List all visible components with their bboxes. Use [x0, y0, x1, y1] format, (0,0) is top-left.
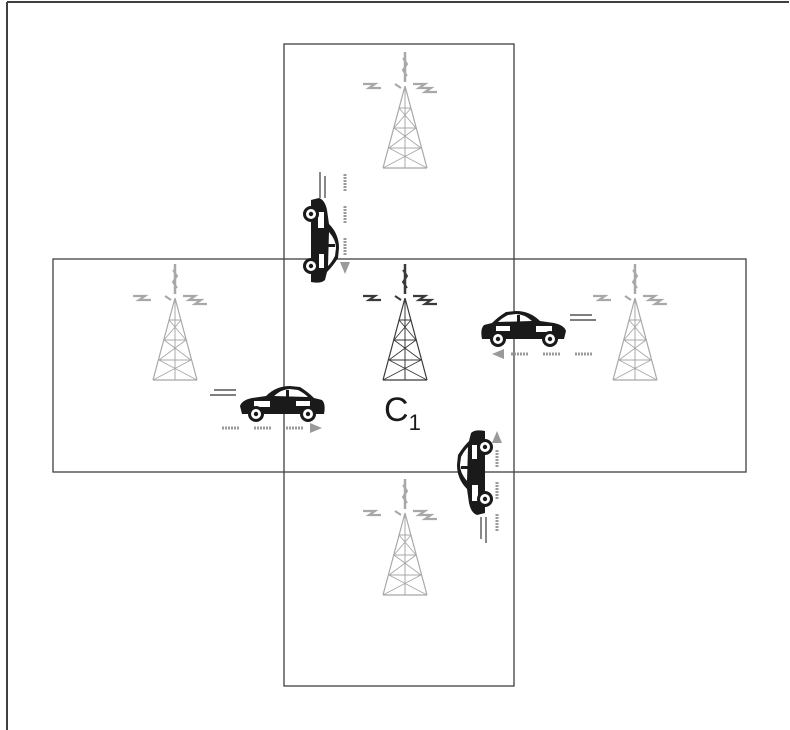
east-car-icon: [481, 311, 597, 361]
center-cell-label-subscript: 1: [409, 410, 421, 435]
center-tower-icon: [361, 262, 439, 382]
cell-vertical-band: [283, 43, 515, 687]
north-car-icon: [303, 171, 352, 283]
west-tower-icon: [131, 262, 209, 382]
south-tower-icon: [361, 477, 439, 597]
cell-horizontal-band: [52, 258, 747, 473]
outer-frame: [6, 1, 789, 730]
west-car-icon: [209, 386, 325, 435]
east-tower-icon: [591, 262, 669, 382]
center-cell-label: C1: [384, 391, 421, 435]
north-tower-icon: [361, 50, 439, 170]
south-car-icon: [457, 429, 504, 544]
